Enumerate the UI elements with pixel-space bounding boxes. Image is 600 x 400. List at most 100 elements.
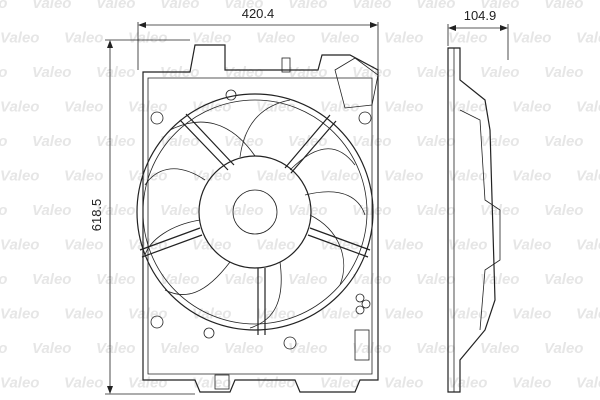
watermark-text: Valeo (0, 0, 7, 12)
support-struts (139, 113, 371, 335)
watermark-text: Valeo (32, 340, 71, 357)
watermark-text: Valeo (288, 202, 327, 219)
height-label: 618.5 (89, 199, 104, 232)
watermark-text: Valeo (512, 168, 551, 185)
front-view (136, 44, 379, 393)
watermark-text: Valeo (192, 99, 231, 116)
watermark-text: Valeo (544, 340, 583, 357)
watermark-text: Valeo (480, 133, 519, 150)
dimension-depth: 104.9 (447, 8, 509, 60)
watermark-text: Valeo (576, 375, 600, 392)
watermark-text: Valeo (256, 99, 295, 116)
watermark-text: Valeo (480, 0, 519, 12)
shroud-outline (142, 44, 379, 393)
watermark-text: Valeo (512, 375, 551, 392)
watermark-text: Valeo (64, 30, 103, 47)
watermark-text: Valeo (0, 64, 7, 81)
watermark-text: Valeo (0, 237, 39, 254)
side-profile (447, 47, 496, 393)
watermark-text: Valeo (320, 30, 359, 47)
watermark-text: Valeo (576, 306, 600, 323)
watermark-text: Valeo (64, 237, 103, 254)
watermark-text: Valeo (0, 133, 7, 150)
watermark-text: Valeo (160, 0, 199, 12)
depth-label: 104.9 (464, 8, 497, 23)
watermark-text: Valeo (384, 375, 423, 392)
watermark-text: Valeo (320, 375, 359, 392)
watermark-text: Valeo (384, 168, 423, 185)
watermark-text: Valeo (288, 0, 327, 12)
watermark-text: Valeo (64, 306, 103, 323)
watermark-text: Valeo (576, 30, 600, 47)
watermark-text: Valeo (544, 64, 583, 81)
watermark-text: Valeo (224, 0, 263, 12)
watermark-text: Valeo (32, 133, 71, 150)
watermark-text: Valeo (384, 237, 423, 254)
watermark-text: Valeo (512, 99, 551, 116)
watermark-text: Valeo (288, 271, 327, 288)
watermark-text: Valeo (416, 64, 455, 81)
watermark-text: Valeo (96, 0, 135, 12)
watermark-text: Valeo (0, 306, 39, 323)
watermark-text: Valeo (256, 168, 295, 185)
watermark-text: Valeo (0, 99, 39, 116)
watermark-text: Valeo (576, 99, 600, 116)
watermark-text: Valeo (32, 0, 71, 12)
watermark-text: Valeo (320, 168, 359, 185)
watermark-text: Valeo (0, 271, 7, 288)
watermark-text: Valeo (448, 168, 487, 185)
watermark-text: Valeo (160, 340, 199, 357)
watermark-text: Valeo (160, 271, 199, 288)
watermark-text: Valeo (480, 271, 519, 288)
watermark-text: Valeo (384, 30, 423, 47)
watermark-text: Valeo (384, 99, 423, 116)
watermark-text: Valeo (224, 202, 263, 219)
watermark-text: Valeo (384, 306, 423, 323)
watermark-text: Valeo (0, 168, 39, 185)
dimension-width: 420.4 (137, 6, 379, 70)
watermark-text: Valeo (512, 306, 551, 323)
watermark-text: Valeo (224, 340, 263, 357)
watermark-text: Valeo (0, 202, 7, 219)
watermark-text: Valeo (544, 202, 583, 219)
watermark-text: Valeo (32, 271, 71, 288)
watermark-text: Valeo (448, 375, 487, 392)
watermark-text: Valeo (224, 271, 263, 288)
watermark-text: Valeo (256, 375, 295, 392)
width-label: 420.4 (242, 6, 275, 21)
watermark-text: Valeo (448, 99, 487, 116)
watermark-text: Valeo (0, 30, 39, 47)
fan-ring-inner (142, 99, 368, 325)
watermark-text: Valeo (96, 133, 135, 150)
watermark-text: Valeo (160, 202, 199, 219)
watermark-text: Valeo (512, 30, 551, 47)
watermark-text: Valeo (448, 237, 487, 254)
watermark-text: Valeo (416, 133, 455, 150)
watermark-text: Valeo (96, 202, 135, 219)
watermark-text: Valeo (160, 133, 199, 150)
watermark-text: Valeo (576, 237, 600, 254)
watermark-text: Valeo (352, 64, 391, 81)
mounting-holes (150, 89, 372, 350)
watermark-text: Valeo (192, 306, 231, 323)
watermark-text: Valeo (512, 237, 551, 254)
watermark-text: Valeo (352, 0, 391, 12)
motor-profile (459, 109, 501, 331)
dimension-height: 618.5 (89, 39, 195, 395)
watermark-text: Valeo (544, 271, 583, 288)
side-view (447, 47, 501, 393)
watermark-text: Valeo (288, 64, 327, 81)
watermark-text: Valeo (416, 271, 455, 288)
watermark-text: Valeo (224, 64, 263, 81)
watermark-text: Valeo (192, 375, 231, 392)
watermark-text: Valeo (192, 237, 231, 254)
watermark-text: Valeo (288, 340, 327, 357)
watermark-text: Valeo (256, 30, 295, 47)
watermark-text: Valeo (64, 375, 103, 392)
watermark-text: Valeo (320, 99, 359, 116)
watermark-text: Valeo (480, 64, 519, 81)
watermark-text: Valeo (416, 202, 455, 219)
watermark-text: Valeo (96, 271, 135, 288)
